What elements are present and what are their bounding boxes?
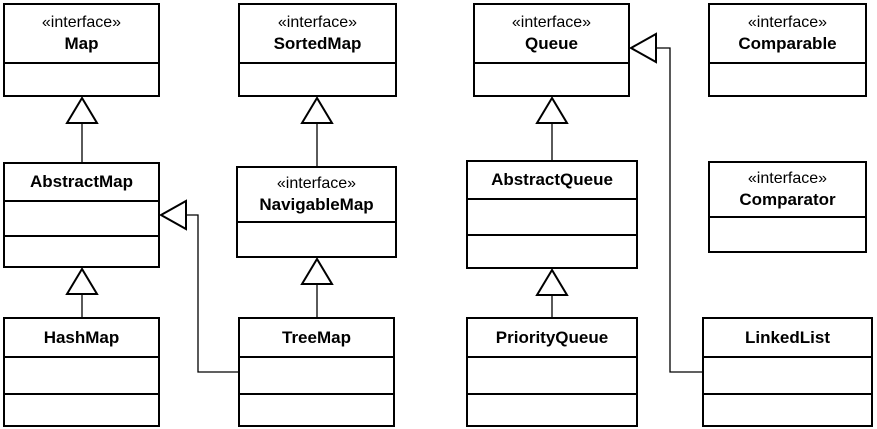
class-title: «interface» Queue bbox=[475, 5, 628, 62]
class-name: Comparator bbox=[739, 189, 836, 209]
stereotype-label: «interface» bbox=[747, 169, 828, 187]
stereotype-label: «interface» bbox=[41, 13, 122, 31]
class-name: Map bbox=[64, 33, 99, 53]
stereotype-label: «interface» bbox=[747, 13, 828, 31]
generalization-abstractqueue-queue bbox=[535, 96, 569, 160]
empty-compartment bbox=[475, 62, 628, 95]
generalization-treemap-navigablemap bbox=[300, 257, 334, 317]
class-box-sortedmap: «interface» SortedMap bbox=[238, 3, 397, 97]
class-box-navigablemap: «interface» NavigableMap bbox=[236, 166, 397, 258]
class-title: AbstractMap bbox=[5, 164, 158, 200]
empty-compartment bbox=[5, 235, 158, 266]
empty-compartment bbox=[240, 62, 395, 95]
empty-compartment bbox=[5, 200, 158, 235]
class-box-map: «interface» Map bbox=[3, 3, 160, 97]
class-title: TreeMap bbox=[240, 319, 393, 356]
empty-compartment bbox=[5, 393, 158, 425]
class-box-priorityqueue: PriorityQueue bbox=[466, 317, 638, 427]
empty-compartment bbox=[238, 221, 395, 256]
class-title: LinkedList bbox=[704, 319, 871, 356]
class-name: LinkedList bbox=[744, 327, 830, 347]
empty-compartment bbox=[5, 356, 158, 393]
empty-compartment bbox=[710, 216, 865, 251]
class-box-linkedlist: LinkedList bbox=[702, 317, 873, 427]
class-box-treemap: TreeMap bbox=[238, 317, 395, 427]
stereotype-label: «interface» bbox=[511, 13, 592, 31]
empty-compartment bbox=[468, 393, 636, 425]
generalization-treemap-abstractmap bbox=[158, 199, 238, 373]
class-name: Queue bbox=[525, 33, 578, 53]
empty-compartment bbox=[704, 393, 871, 425]
empty-compartment bbox=[240, 356, 393, 393]
generalization-abstractmap-map bbox=[65, 96, 99, 162]
class-name: NavigableMap bbox=[259, 194, 374, 214]
class-box-comparator: «interface» Comparator bbox=[708, 161, 867, 253]
generalization-navigablemap-sortedmap bbox=[300, 96, 334, 166]
generalization-linkedlist-queue bbox=[628, 32, 702, 373]
class-title: AbstractQueue bbox=[468, 162, 636, 198]
stereotype-label: «interface» bbox=[276, 174, 357, 192]
generalization-priorityqueue-abstractqueue bbox=[535, 268, 569, 317]
class-box-abstractmap: AbstractMap bbox=[3, 162, 160, 268]
class-name: PriorityQueue bbox=[495, 327, 609, 347]
empty-compartment bbox=[468, 234, 636, 267]
class-name: Comparable bbox=[738, 33, 837, 53]
class-title: «interface» Comparator bbox=[710, 163, 865, 216]
empty-compartment bbox=[240, 393, 393, 425]
class-name: HashMap bbox=[43, 327, 120, 347]
generalization-hashmap-abstractmap bbox=[65, 267, 99, 317]
class-title: «interface» Comparable bbox=[710, 5, 865, 62]
class-box-queue: «interface» Queue bbox=[473, 3, 630, 97]
class-name: TreeMap bbox=[282, 327, 351, 347]
class-title: «interface» NavigableMap bbox=[238, 168, 395, 221]
empty-compartment bbox=[704, 356, 871, 393]
class-box-abstractqueue: AbstractQueue bbox=[466, 160, 638, 269]
class-box-comparable: «interface» Comparable bbox=[708, 3, 867, 97]
empty-compartment bbox=[710, 62, 865, 95]
empty-compartment bbox=[468, 198, 636, 234]
class-name: AbstractMap bbox=[30, 172, 133, 192]
class-title: HashMap bbox=[5, 319, 158, 356]
empty-compartment bbox=[468, 356, 636, 393]
class-title: PriorityQueue bbox=[468, 319, 636, 356]
class-title: «interface» Map bbox=[5, 5, 158, 62]
class-box-hashmap: HashMap bbox=[3, 317, 160, 427]
class-name: AbstractQueue bbox=[491, 170, 613, 190]
stereotype-label: «interface» bbox=[277, 13, 358, 31]
empty-compartment bbox=[5, 62, 158, 95]
class-title: «interface» SortedMap bbox=[240, 5, 395, 62]
class-name: SortedMap bbox=[273, 33, 362, 53]
